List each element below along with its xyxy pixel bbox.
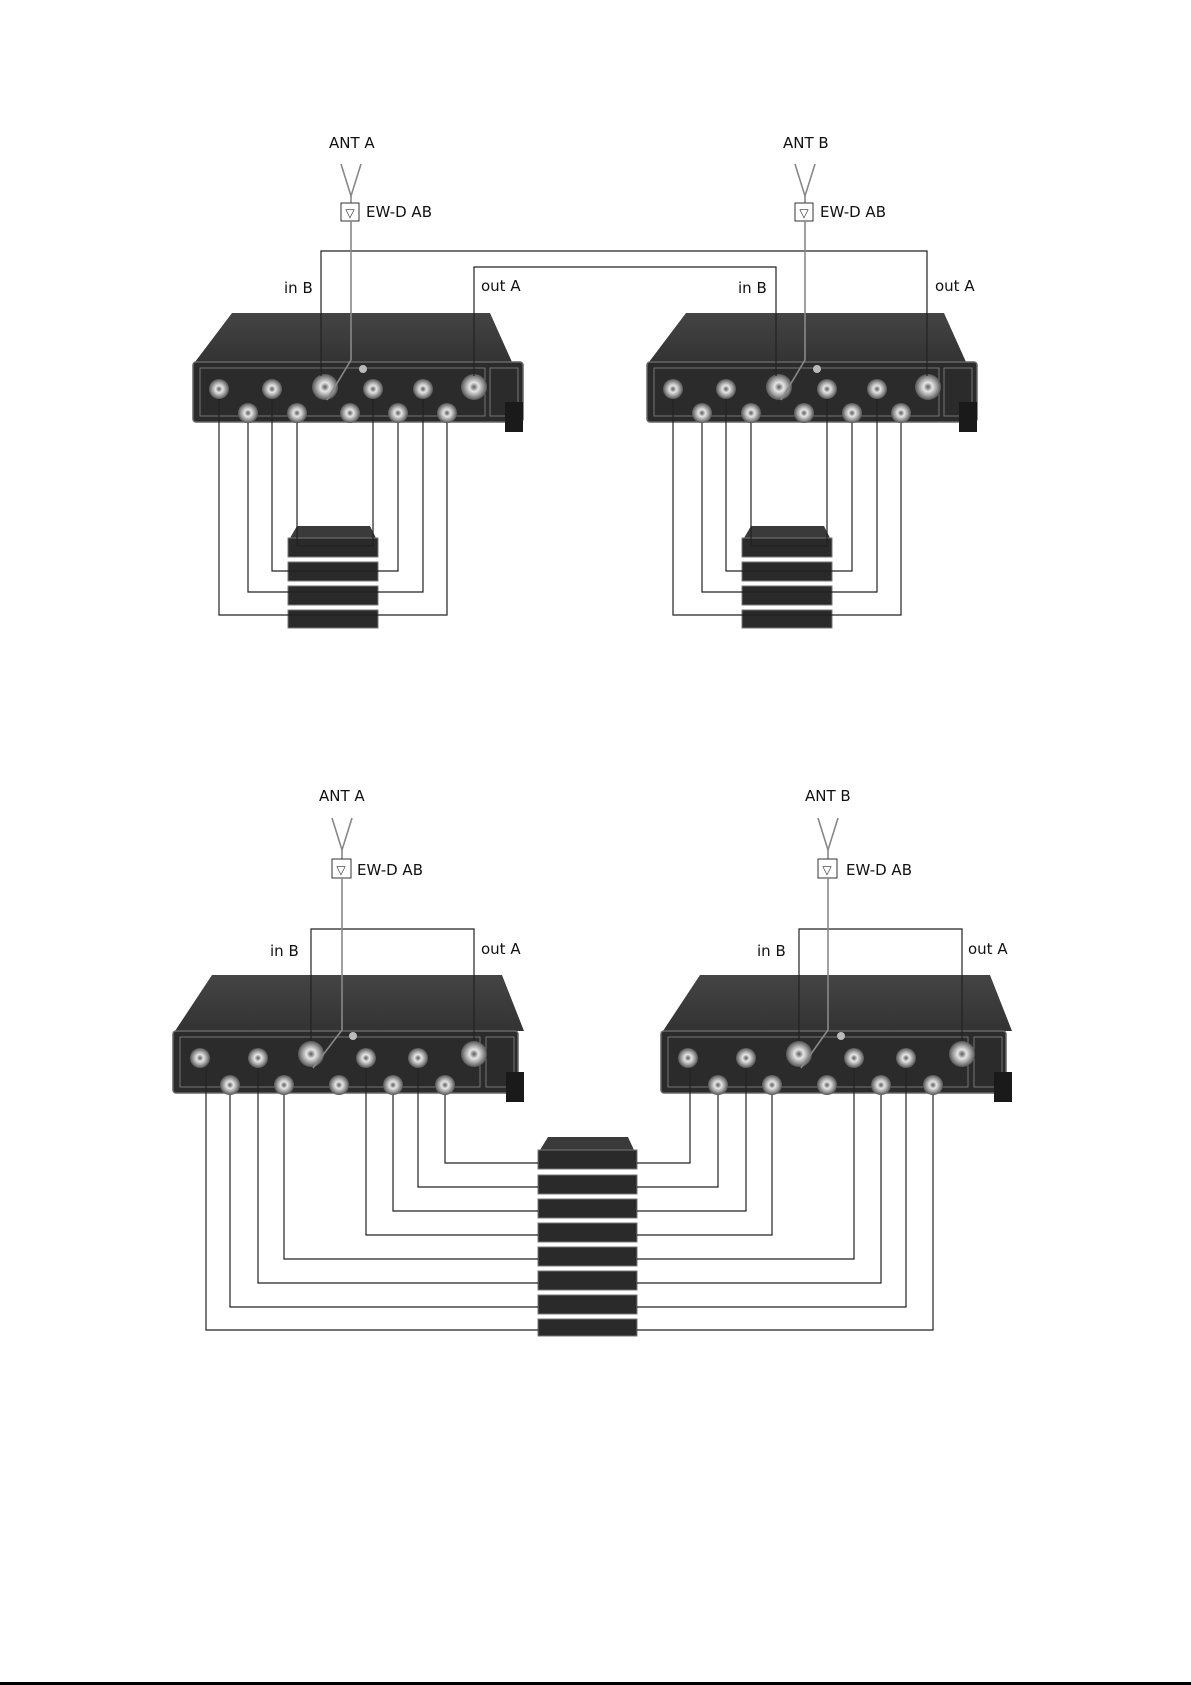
antenna-label: ANT B [805,787,851,805]
out-label: out A [935,277,975,295]
out-label: out A [481,940,521,958]
top-diagram: ▽ ▽ ANT A EW-D AB in B out A ANT B EW-D … [193,134,977,628]
antenna-label: ANT A [329,134,375,152]
booster-label: EW-D AB [820,203,886,221]
svg-text:▽: ▽ [822,863,832,877]
in-label: in B [757,942,786,960]
bottom-diagram: ▽ ▽ ANT A EW-D AB in B out A ANT B EW-D … [173,787,1012,1336]
booster-label: EW-D AB [357,861,423,879]
receiver-stack-bottom [538,1137,637,1336]
cables-top-right [673,399,901,615]
antenna-splitter-bottom-right [661,975,1012,1102]
booster-label: EW-D AB [846,861,912,879]
antenna-splitter-bottom-left [173,975,524,1102]
receiver-stack-top-left [288,526,378,628]
antenna-label: ANT B [783,134,829,152]
in-label: in B [738,279,767,297]
antenna-label: ANT A [319,787,365,805]
in-label: in B [270,942,299,960]
svg-text:▽: ▽ [336,863,346,877]
out-label: out A [481,277,521,295]
svg-text:▽: ▽ [345,206,355,220]
svg-text:▽: ▽ [799,206,809,220]
booster-label: EW-D AB [366,203,432,221]
in-label: in B [284,279,313,297]
cables-top-left [219,399,447,615]
receiver-stack-top-right [742,526,832,628]
out-label: out A [968,940,1008,958]
